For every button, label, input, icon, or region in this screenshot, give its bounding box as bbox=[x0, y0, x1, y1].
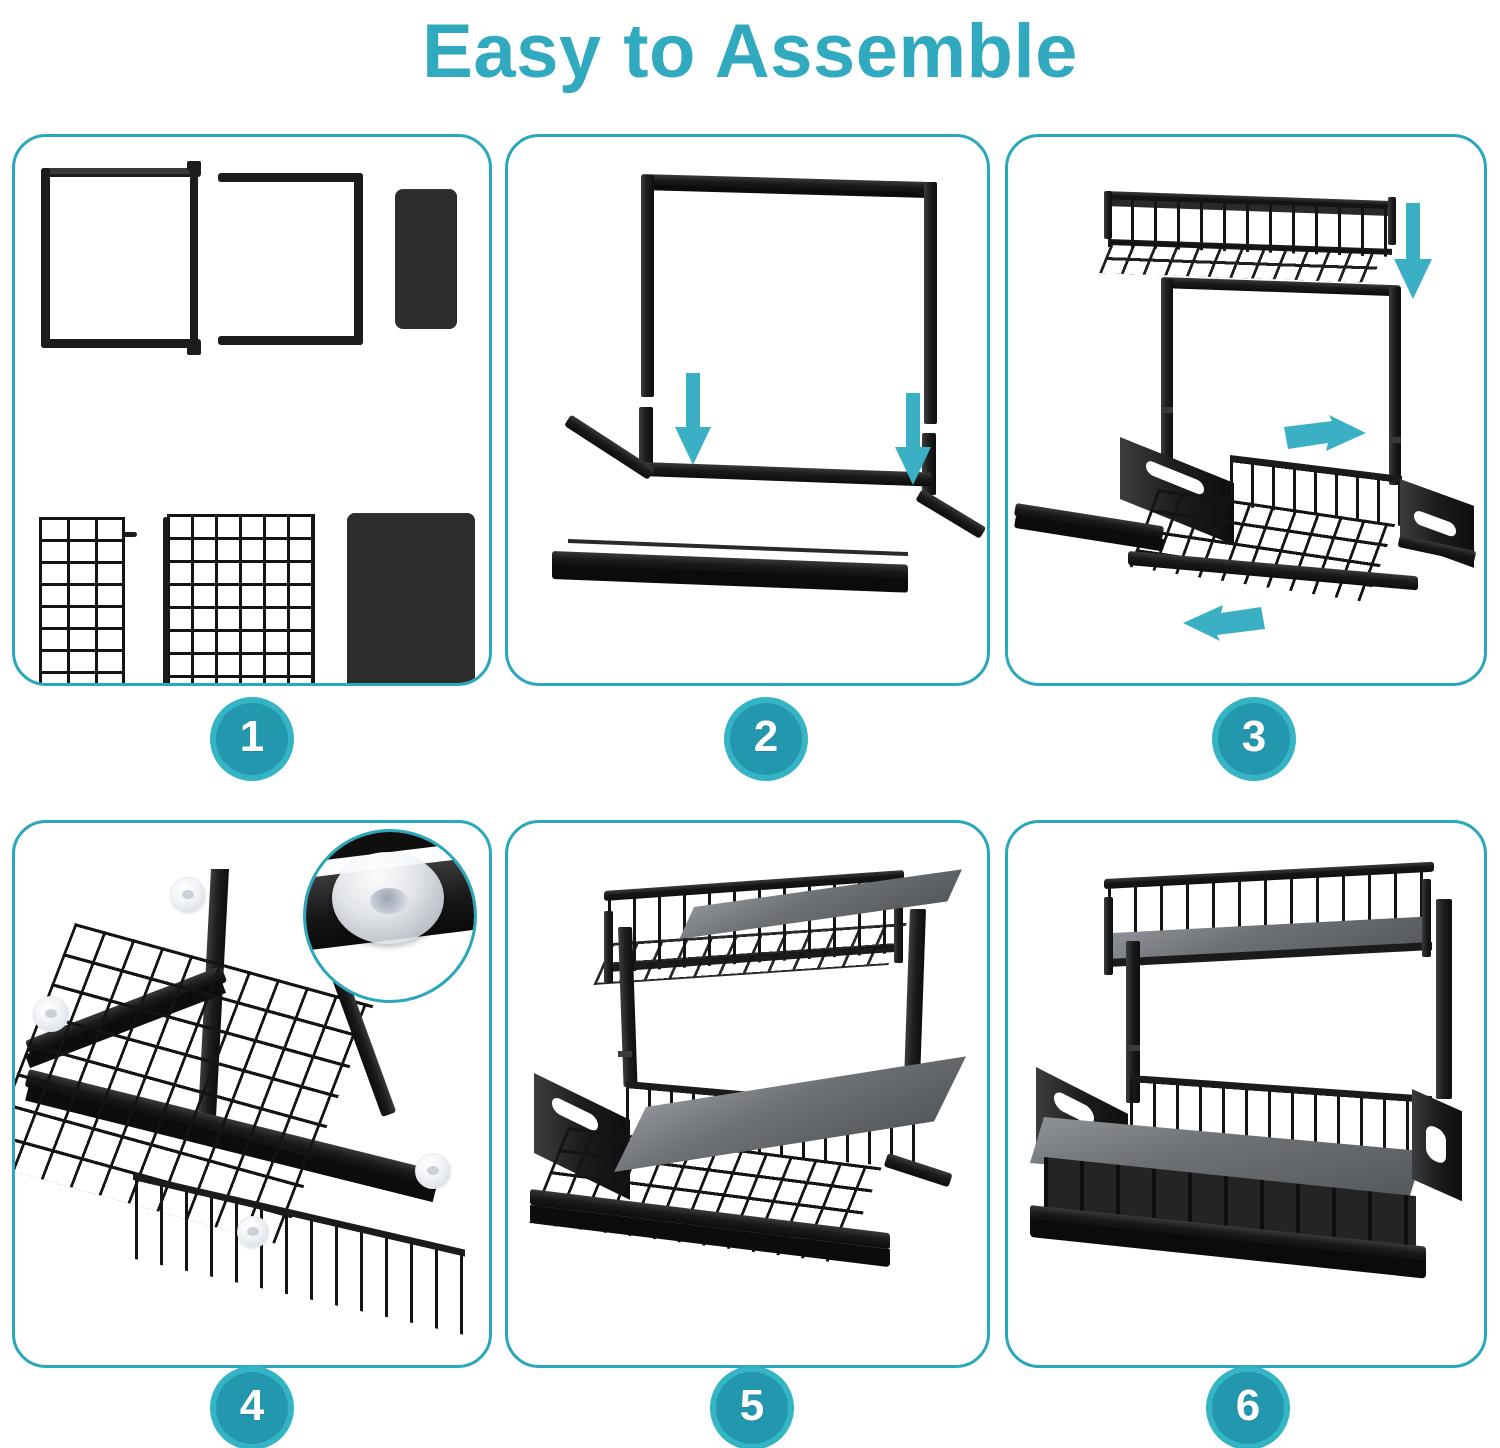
step-6-illustration bbox=[1008, 823, 1484, 1365]
step-badge-2: 2 bbox=[730, 703, 802, 775]
step-panel-5 bbox=[505, 820, 990, 1368]
step-badge-5-label: 5 bbox=[739, 1381, 765, 1430]
step-panel-3 bbox=[1005, 134, 1487, 686]
right-arrow-slide-out bbox=[1284, 415, 1366, 451]
suction-cup bbox=[237, 1216, 269, 1248]
step-badge-2-label: 2 bbox=[753, 712, 779, 761]
step-panel-6 bbox=[1005, 820, 1487, 1368]
step-3-illustration bbox=[1008, 137, 1484, 683]
step-badge-4-label: 4 bbox=[239, 1381, 265, 1430]
step-4-illustration bbox=[15, 823, 489, 1365]
step-badge-6: 6 bbox=[1212, 1372, 1284, 1444]
down-arrow-right bbox=[895, 393, 931, 485]
page-title: Easy to Assemble bbox=[422, 9, 1078, 94]
suction-cup-closeup bbox=[303, 829, 477, 1003]
step-panel-1 bbox=[12, 134, 492, 686]
suction-cup bbox=[33, 996, 69, 1032]
wide-liner-board bbox=[347, 513, 475, 683]
step-panel-2 bbox=[505, 134, 990, 686]
step-5-illustration bbox=[508, 823, 987, 1365]
down-arrow-left bbox=[675, 373, 711, 465]
step-badge-1: 1 bbox=[216, 703, 288, 775]
step-badge-3: 3 bbox=[1218, 703, 1290, 775]
step-badge-1-label: 1 bbox=[239, 712, 265, 761]
step-badge-5: 5 bbox=[716, 1372, 788, 1444]
left-arrow-slide-in bbox=[1183, 605, 1265, 641]
suction-cup bbox=[170, 877, 206, 913]
down-arrow-basket bbox=[1394, 203, 1432, 299]
tray-skirt-wires bbox=[135, 1175, 465, 1336]
step-1-illustration bbox=[15, 137, 489, 683]
step-badge-6-label: 6 bbox=[1235, 1381, 1261, 1430]
narrow-liner-board bbox=[395, 189, 457, 329]
step-badge-4: 4 bbox=[216, 1372, 288, 1444]
suction-cup bbox=[415, 1153, 451, 1189]
step-panel-4 bbox=[12, 820, 492, 1368]
step-2-illustration bbox=[508, 137, 987, 683]
step-badge-3-label: 3 bbox=[1241, 712, 1267, 761]
